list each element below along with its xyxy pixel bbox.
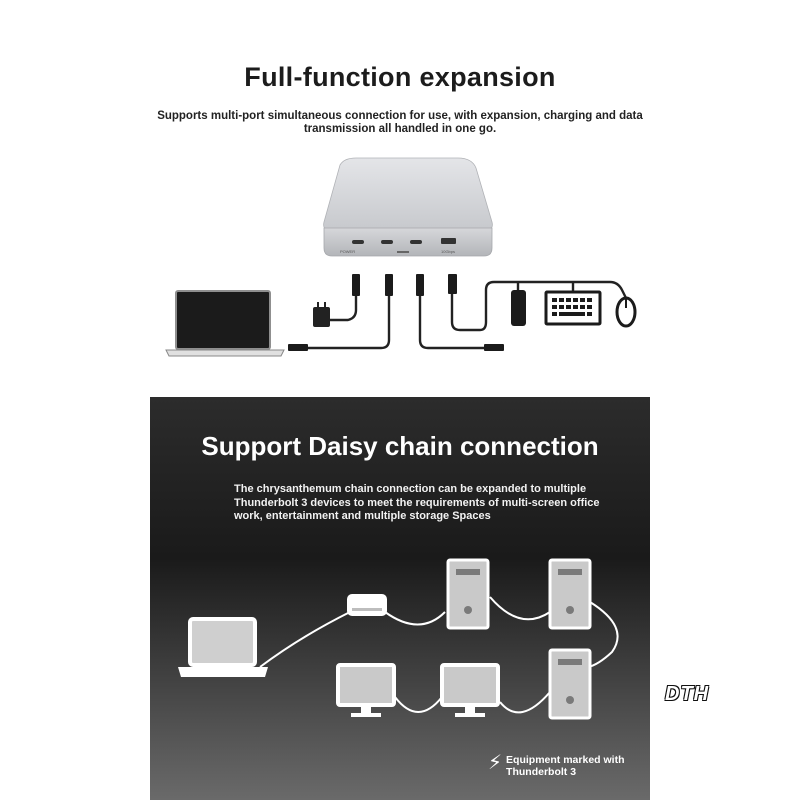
section1-subtitle: Supports multi-port simultaneous connect…	[157, 110, 643, 135]
laptop-icon	[165, 290, 285, 357]
power-adapter-icon	[313, 302, 330, 327]
watermark-logo: DTH	[665, 683, 710, 705]
storage-tower-icon	[548, 558, 592, 630]
cable-plugs	[288, 274, 504, 351]
daisy-cables	[259, 596, 619, 714]
storage-tower-icon	[548, 648, 592, 720]
usb-a-port-icon	[441, 238, 456, 244]
hub-device: POWER 10Gbps	[323, 157, 493, 257]
keyboard-icon	[544, 290, 602, 326]
usb-drive-icon	[511, 290, 526, 326]
hub-port-label: POWER	[340, 249, 355, 254]
storage-tower-icon	[446, 558, 490, 630]
hub-icon	[347, 594, 387, 616]
hub-port-label: 10Gbps	[441, 249, 455, 254]
lightning-bolt-icon: ⚡︎	[488, 752, 503, 774]
section1-title: Full-function expansion	[244, 62, 556, 92]
monitor-icon	[336, 663, 396, 717]
section-daisy-chain: Support Daisy chain connection The chrys…	[150, 397, 650, 800]
section2-title: Support Daisy chain connection	[201, 431, 599, 461]
daisy-chain-diagram	[178, 558, 619, 720]
usb-c-port-icon	[352, 240, 364, 244]
usb-c-port-icon	[381, 240, 393, 244]
status-led-icon	[397, 251, 409, 253]
laptop-icon	[178, 617, 268, 677]
monitor-icon	[440, 663, 500, 717]
legend-text: Equipment marked with Thunderbolt 3	[506, 754, 625, 778]
section2-subtitle: The chrysanthemum chain connection can b…	[234, 483, 600, 522]
mouse-icon	[615, 296, 637, 328]
cables	[308, 280, 628, 350]
usb-c-port-icon	[410, 240, 422, 244]
connection-illustration: POWER 10Gbps	[165, 157, 637, 357]
thunderbolt-legend: ⚡︎ Equipment marked with Thunderbolt 3	[488, 752, 636, 778]
